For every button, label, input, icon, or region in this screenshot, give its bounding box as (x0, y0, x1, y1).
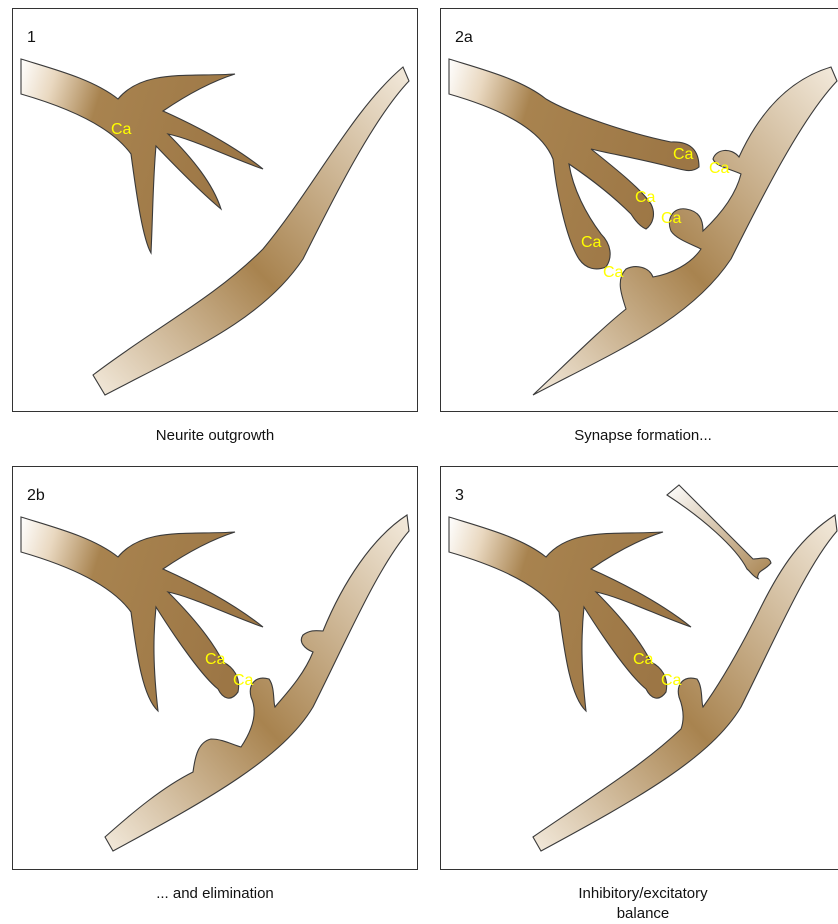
calcium-label: Ca (673, 146, 694, 163)
calcium-label: Ca (661, 672, 682, 689)
inhibitory-neurite (667, 485, 771, 579)
panel-2b: 2b Ca Ca (12, 466, 418, 870)
caption-1: Neurite outgrowth (12, 426, 418, 446)
panel-1: 1 Ca (12, 8, 418, 412)
presynaptic-neurite (449, 517, 691, 711)
synapse-elimination-diagram: Ca Ca (13, 467, 418, 870)
caption-3: Inhibitory/excitatory balance (440, 884, 838, 924)
calcium-label: Ca (633, 651, 654, 668)
presynaptic-neurite (21, 517, 263, 711)
synapse-formation-diagram: Ca Ca Ca Ca Ca Ca (441, 9, 838, 412)
inhibitory-excitatory-diagram: Ca Ca (441, 467, 838, 870)
panel-2a: 2a Ca Ca Ca Ca Ca Ca (440, 8, 838, 412)
calcium-label: Ca (111, 121, 132, 138)
calcium-label: Ca (709, 160, 730, 177)
calcium-label: Ca (661, 210, 682, 227)
calcium-label: Ca (603, 264, 624, 281)
panel-3: 3 Ca Ca (440, 466, 838, 870)
calcium-label: Ca (205, 651, 226, 668)
caption-2b: ... and elimination (12, 884, 418, 904)
caption-2a: Synapse formation... (440, 426, 838, 446)
calcium-label: Ca (233, 672, 254, 689)
presynaptic-neurite (21, 59, 263, 253)
presynaptic-neurite (449, 59, 699, 269)
calcium-label: Ca (635, 189, 656, 206)
neurite-outgrowth-diagram: Ca (13, 9, 418, 412)
calcium-label: Ca (581, 234, 602, 251)
